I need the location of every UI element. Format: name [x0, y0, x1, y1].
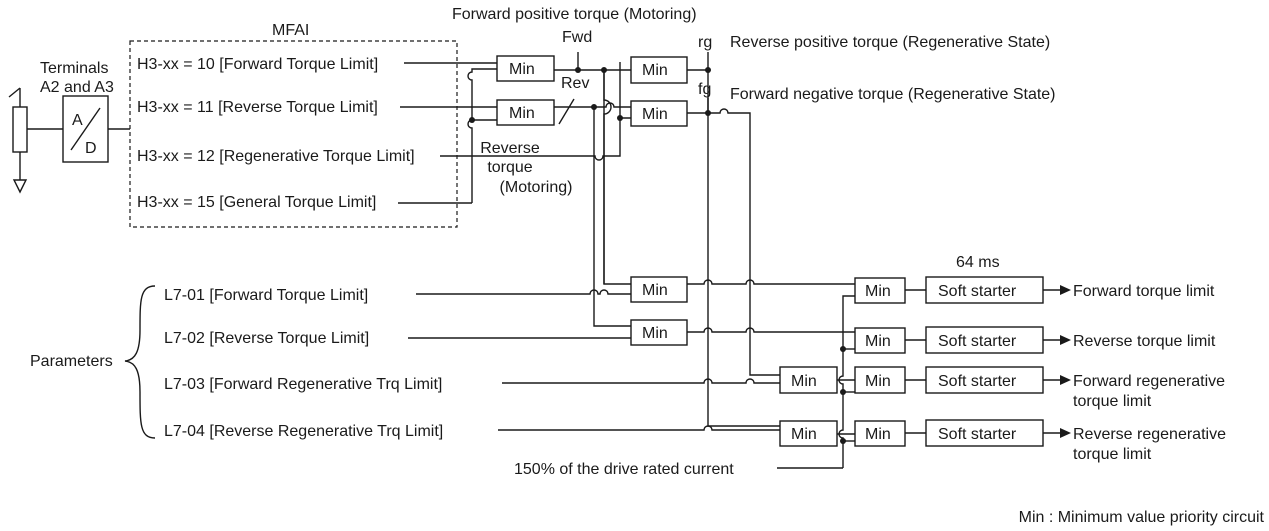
min-block-c-label: Min	[642, 62, 668, 79]
min-block-a: Min	[496, 55, 555, 82]
legend-min: Min : Minimum value priority circuit	[1019, 509, 1265, 526]
soft-starter-label-3: Soft starter	[938, 373, 1017, 390]
soft-starter-label-4: Soft starter	[938, 426, 1017, 443]
min-block-j-label: Min	[865, 333, 891, 350]
output-forward-torque-limit: Forward torque limit	[1073, 283, 1215, 300]
mfai-input-11: H3-xx = 11 [Reverse Torque Limit]	[137, 99, 378, 116]
min-block-b-label: Min	[509, 105, 535, 122]
node-label-fwd: Fwd	[562, 29, 592, 46]
reverse-torque-label-3: (Motoring)	[500, 179, 573, 196]
node-label-rg: rg	[698, 34, 712, 51]
mfai-input-10: H3-xx = 10 [Forward Torque Limit]	[137, 56, 378, 73]
reverse-positive-torque-label: Reverse positive torque (Regenerative St…	[730, 34, 1050, 51]
min-block-f: Min	[630, 319, 688, 346]
terminal-symbol	[8, 87, 63, 194]
parameters-brace	[124, 285, 156, 439]
parameter-wiring	[408, 279, 855, 469]
reverse-torque-label-2: torque	[487, 159, 532, 176]
min-block-k-label: Min	[865, 373, 891, 390]
min-block-d-label: Min	[642, 106, 668, 123]
param-l7-02: L7-02 [Reverse Torque Limit]	[164, 330, 369, 347]
terminals-label-line2: A2 and A3	[40, 79, 114, 96]
mfai-box	[129, 40, 458, 228]
min-block-e-label: Min	[642, 282, 668, 299]
output-fwd-regen-line1: Forward regenerative	[1073, 373, 1225, 390]
param-l7-04: L7-04 [Reverse Regenerative Trq Limit]	[164, 423, 443, 440]
mfai-input-15: H3-xx = 15 [General Torque Limit]	[137, 194, 376, 211]
soft-starter-label-1: Soft starter	[938, 283, 1017, 300]
ad-converter: A D	[62, 95, 130, 163]
node-label-fg: fg	[698, 81, 711, 98]
output-chain-reverse-regen: Min Soft starter Reverse regenerative to…	[854, 419, 1226, 463]
junction-dots	[469, 67, 846, 444]
min-block-c: Min	[630, 56, 688, 84]
terminals-label-line1: Terminals	[40, 60, 108, 77]
soft-starter-time: 64 ms	[956, 254, 1000, 271]
rated-current-label: 150% of the drive rated current	[514, 461, 734, 478]
output-chain-forward: Min Soft starter Forward torque limit	[854, 276, 1215, 304]
soft-starter-label-2: Soft starter	[938, 333, 1017, 350]
param-l7-01: L7-01 [Forward Torque Limit]	[164, 287, 368, 304]
min-block-g-label: Min	[791, 373, 817, 390]
node-label-rev: Rev	[561, 75, 589, 92]
output-fwd-regen-line2: torque limit	[1073, 393, 1152, 410]
min-block-i-label: Min	[865, 283, 891, 300]
min-block-h: Min	[779, 420, 838, 447]
reverse-torque-label-1: Reverse	[480, 140, 540, 157]
min-block-e: Min	[630, 276, 688, 303]
ad-converter-d: D	[85, 140, 97, 157]
forward-negative-torque-label: Forward negative torque (Regenerative St…	[730, 86, 1056, 103]
forward-positive-torque-label: Forward positive torque (Motoring)	[452, 6, 697, 23]
min-block-l-label: Min	[865, 426, 891, 443]
min-block-b: Min	[496, 99, 555, 126]
parameters-label: Parameters	[30, 353, 113, 370]
min-block-h-label: Min	[791, 426, 817, 443]
output-chain-reverse: Min Soft starter Reverse torque limit	[854, 326, 1216, 354]
mfai-input-12: H3-xx = 12 [Regenerative Torque Limit]	[137, 148, 415, 165]
output-rev-regen-line2: torque limit	[1073, 446, 1152, 463]
ad-converter-a: A	[72, 112, 83, 129]
param-l7-03: L7-03 [Forward Regenerative Trq Limit]	[164, 376, 442, 393]
output-chain-forward-regen: Min Soft starter Forward regenerative to…	[854, 366, 1225, 410]
mfai-wiring	[398, 52, 780, 427]
min-block-f-label: Min	[642, 325, 668, 342]
min-block-d: Min	[630, 100, 688, 127]
min-block-g: Min	[779, 366, 838, 394]
min-block-a-label: Min	[509, 61, 535, 78]
output-reverse-torque-limit: Reverse torque limit	[1073, 333, 1216, 350]
output-rev-regen-line1: Reverse regenerative	[1073, 426, 1226, 443]
mfai-title: MFAI	[272, 22, 309, 39]
